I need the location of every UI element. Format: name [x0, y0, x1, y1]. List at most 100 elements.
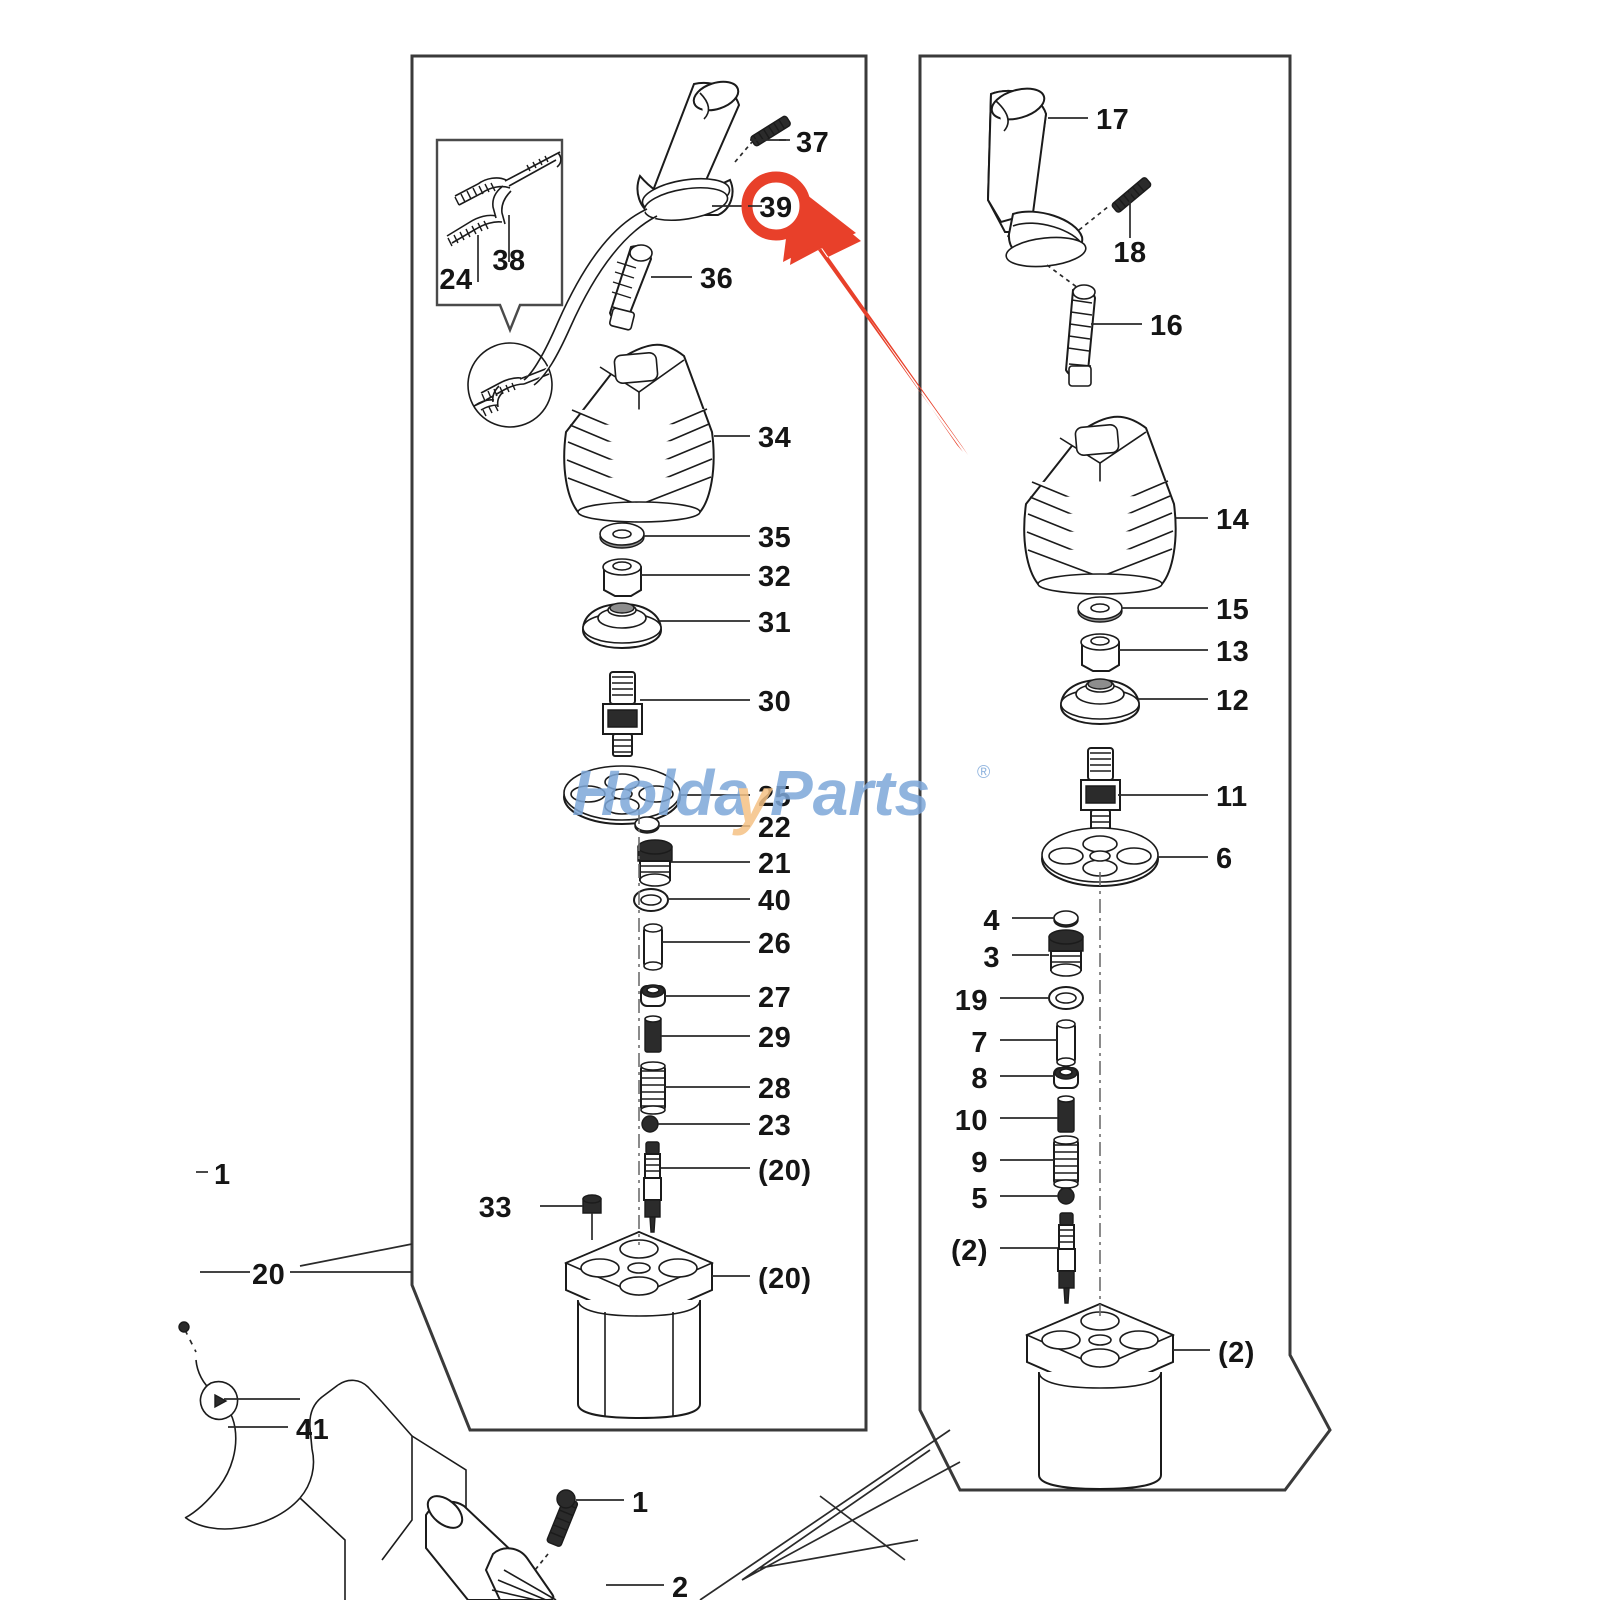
callout-10: 10 [955, 1105, 988, 1137]
left-washer-27 [640, 984, 666, 1007]
callout-20-outer: 20 [252, 1259, 285, 1291]
callout-20-body: (20) [758, 1263, 812, 1295]
callout-14: 14 [1216, 504, 1249, 536]
callout-24: 24 [439, 264, 472, 296]
right-callout-leaders: 17 18 16 14 15 13 12 11 6 4 3 19 7 8 10 … [951, 104, 1255, 1369]
left-plunger-30 [602, 671, 643, 757]
panel-right-frame [918, 54, 1332, 1492]
callout-40: 40 [758, 885, 791, 917]
right-joystick-assembly [986, 87, 1177, 1491]
right-valve-plate-6 [1041, 827, 1159, 887]
left-valve-body-20 [563, 1230, 715, 1420]
left-oring-40 [633, 888, 669, 912]
right-rubber-boot-14 [1023, 415, 1177, 595]
callout-33: 33 [479, 1192, 512, 1224]
right-sleeve-10 [1057, 1095, 1075, 1133]
left-plug-33 [582, 1194, 602, 1240]
left-seal-22 [634, 816, 660, 834]
left-grip-handle [636, 80, 791, 222]
callout-5: 5 [971, 1183, 988, 1215]
callout-28: 28 [758, 1073, 791, 1105]
callout-17: 17 [1096, 104, 1129, 136]
callout-2-body: (2) [1218, 1337, 1255, 1369]
watermark-text-blue-left: Holda [572, 757, 750, 829]
callout-41: 41 [296, 1414, 329, 1446]
bottom-joystick-assembly [425, 1429, 961, 1600]
left-nut-32 [602, 558, 642, 597]
right-spool-7 [1056, 1019, 1076, 1067]
left-sleeve-29 [644, 1015, 662, 1053]
panel-left-frame [410, 54, 868, 1432]
wire-connector-detail-inset: 24 38 [435, 138, 564, 334]
callout-2-rod: (2) [951, 1235, 988, 1267]
callout-31: 31 [758, 607, 791, 639]
watermark-text-orange: y [732, 764, 774, 836]
callout-7: 7 [971, 1027, 988, 1059]
left-washer-35 [599, 522, 645, 549]
right-nut-13 [1080, 633, 1120, 672]
callout-9: 9 [971, 1147, 988, 1179]
callout-4: 4 [983, 905, 1000, 937]
outer-callout-leaders: 1 20 41 1 2 [196, 1159, 689, 1600]
right-guide-3 [1048, 929, 1084, 977]
callout-20-rod: (20) [758, 1155, 812, 1187]
right-ball-5 [1057, 1187, 1075, 1205]
left-seat-31 [581, 602, 663, 650]
callout-39-highlighted: 39 [759, 192, 792, 224]
left-spring-28 [640, 1061, 666, 1115]
callout-26: 26 [758, 928, 791, 960]
callout-35: 35 [758, 522, 791, 554]
callout-2-bottom: 2 [672, 1572, 689, 1600]
callout-34: 34 [758, 422, 791, 454]
callout-32: 32 [758, 561, 791, 593]
right-plunger-11 [1080, 747, 1121, 833]
left-valve-plate-25 [563, 765, 681, 825]
left-rubber-boot-34 [563, 343, 715, 523]
callout-15: 15 [1216, 594, 1249, 626]
watermark: Holda y Parts ® [572, 757, 990, 836]
right-pushrod-2 [1057, 1212, 1076, 1304]
callout-37: 37 [796, 127, 829, 159]
callout-30: 30 [758, 686, 791, 718]
left-guide-21 [637, 839, 673, 887]
left-cable-and-lever [523, 208, 658, 386]
left-pushrod-20 [643, 1141, 662, 1233]
left-spool-26 [643, 923, 663, 971]
left-ball-23 [641, 1115, 659, 1133]
right-washer-15 [1077, 596, 1123, 623]
callout-16: 16 [1150, 310, 1183, 342]
callout-21: 21 [758, 848, 791, 880]
right-valve-body-2 [1024, 1302, 1176, 1491]
highlight-annotation: 39 [741, 171, 968, 455]
callout-3: 3 [983, 942, 1000, 974]
callout-22: 22 [758, 812, 791, 844]
callout-23: 23 [758, 1110, 791, 1142]
right-seal-4 [1053, 910, 1079, 928]
callout-38: 38 [492, 245, 525, 277]
callout-8: 8 [971, 1063, 988, 1095]
right-washer-8 [1053, 1066, 1079, 1089]
bottom-outer-parts [178, 1321, 961, 1600]
right-lever-16 [1046, 264, 1097, 387]
callout-25: 25 [758, 781, 791, 813]
watermark-text-blue-right: Parts [770, 757, 930, 829]
callout-19: 19 [955, 985, 988, 1017]
right-spring-9 [1053, 1135, 1079, 1189]
detail-magnifier-circle [467, 342, 553, 428]
right-grip-handle-17 [986, 87, 1152, 268]
callout-36: 36 [700, 263, 733, 295]
left-lever-36 [608, 244, 653, 331]
right-seat-12 [1059, 678, 1141, 726]
callout-12: 12 [1216, 685, 1249, 717]
callout-6: 6 [1216, 843, 1233, 875]
callout-18: 18 [1113, 237, 1146, 269]
callout-29: 29 [758, 1022, 791, 1054]
left-callout-leaders: 37 36 34 35 32 31 30 25 22 21 40 26 27 2… [479, 127, 829, 1295]
callout-1-bottom: 1 [632, 1487, 649, 1519]
callout-13: 13 [1216, 636, 1249, 668]
watermark-registered-mark: ® [977, 762, 990, 782]
right-oring-19 [1048, 986, 1084, 1010]
callout-11: 11 [1216, 781, 1248, 813]
